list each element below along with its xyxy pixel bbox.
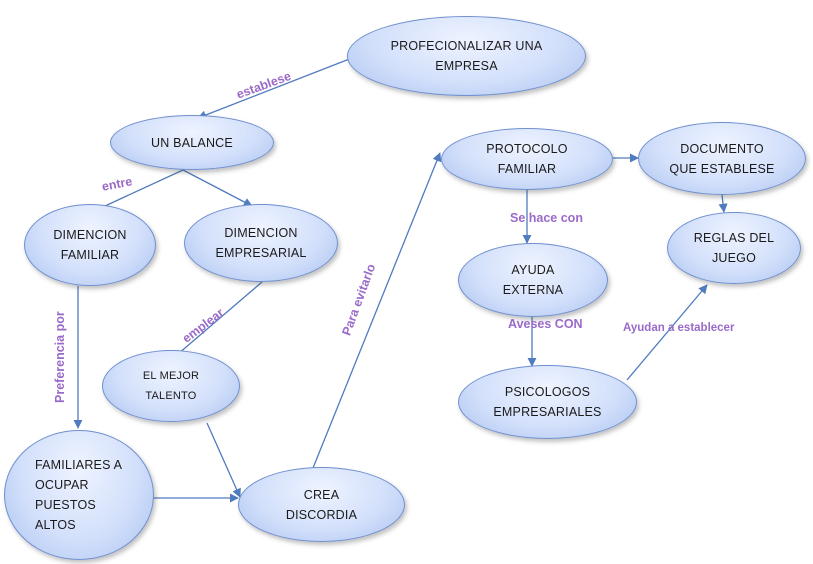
arrow-talento-discordia — [206, 422, 241, 498]
arrow-discordia-protocolo — [312, 152, 442, 469]
line-empresarial-talento — [177, 281, 263, 355]
node-dimencion-familiar[interactable]: DIMENCION FAMILIAR — [24, 204, 156, 286]
link-label-preferencia-por: Preferencia por — [53, 311, 67, 403]
node-profesionalizar-label: PROFECIONALIZAR UNA EMPRESA — [390, 39, 543, 73]
link-label-se-hace-con: Se hace con — [510, 211, 583, 225]
node-balance[interactable]: UN BALANCE — [110, 115, 274, 170]
node-dimencion-empresarial[interactable]: DIMENCION EMPRESARIAL — [184, 204, 338, 282]
link-label-aveses-con: Aveses CON — [508, 317, 583, 331]
node-familiares-label: FAMILIARES A OCUPAR PUESTOS ALTOS — [35, 458, 123, 532]
node-protocolo-familiar-label: PROTOCOLO FAMILIAR — [486, 142, 568, 176]
node-ayuda-externa[interactable]: AYUDA EXTERNA — [458, 243, 608, 317]
node-profesionalizar[interactable]: PROFECIONALIZAR UNA EMPRESA — [347, 16, 586, 96]
node-reglas-del-juego[interactable]: REGLAS DEL JUEGO — [667, 212, 801, 284]
node-psicologos-label: PSICOLOGOS EMPRESARIALES — [493, 385, 602, 419]
node-crea-discordia[interactable]: CREA DISCORDIA — [238, 467, 405, 542]
node-dimencion-familiar-label: DIMENCION FAMILIAR — [53, 228, 127, 262]
node-documento-label: DOCUMENTO QUE ESTABLESE — [669, 141, 775, 176]
node-ayuda-externa-label: AYUDA EXTERNA — [502, 263, 564, 297]
node-documento[interactable]: DOCUMENTO QUE ESTABLESE — [638, 122, 806, 195]
node-mejor-talento-label: EL MEJOR TALENTO — [142, 370, 200, 402]
node-mejor-talento[interactable]: EL MEJOR TALENTO — [102, 350, 240, 422]
arrow-balance-empresarial — [182, 169, 253, 207]
arrow-psicologos-reglas — [626, 284, 708, 381]
arrow-documento-reglas — [718, 194, 728, 213]
node-crea-discordia-label: CREA DISCORDIA — [285, 487, 358, 522]
node-psicologos[interactable]: PSICOLOGOS EMPRESARIALES — [458, 365, 637, 439]
node-dimencion-empresarial-label: DIMENCION EMPRESARIAL — [215, 226, 307, 260]
node-familiares[interactable]: FAMILIARES A OCUPAR PUESTOS ALTOS — [4, 430, 154, 560]
arrow-profesionalizar-balance — [197, 57, 353, 120]
node-reglas-del-juego-label: REGLAS DEL JUEGO — [693, 231, 775, 265]
node-protocolo-familiar[interactable]: PROTOCOLO FAMILIAR — [441, 128, 613, 190]
link-label-ayudan-a-establecer: Ayudan a establecer — [623, 322, 735, 334]
node-balance-label: UN BALANCE — [151, 135, 233, 150]
